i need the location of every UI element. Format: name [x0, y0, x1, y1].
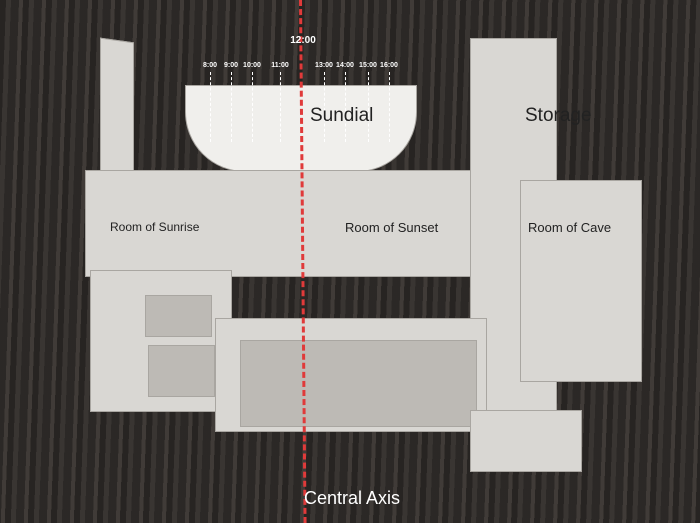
- storage-label: Storage: [525, 105, 592, 126]
- time-label: 16:00: [380, 62, 398, 69]
- sundial-structure: [185, 85, 417, 172]
- time-label: 15:00: [359, 62, 377, 69]
- base: [470, 410, 582, 472]
- time-label: 11:00: [271, 62, 289, 69]
- sundial-label: Sundial: [310, 105, 374, 126]
- upper-rooms: [85, 170, 497, 277]
- central-axis-label: Central Axis: [304, 488, 401, 508]
- cave-room: [520, 180, 642, 382]
- time-label-noon: 12:00: [290, 35, 316, 46]
- time-label: 8:00: [202, 62, 218, 69]
- time-label: 10:00: [243, 62, 261, 69]
- window-upper: [145, 295, 212, 337]
- time-label: 14:00: [336, 62, 354, 69]
- room-sunrise-label: Room of Sunrise: [110, 220, 200, 234]
- time-label: 13:00: [315, 62, 333, 69]
- room-sunset-label: Room of Sunset: [345, 220, 439, 235]
- time-label: 9:00: [223, 62, 239, 69]
- window-lower: [148, 345, 215, 397]
- front-windows: [240, 340, 477, 427]
- room-cave-label: Room of Cave: [528, 220, 612, 235]
